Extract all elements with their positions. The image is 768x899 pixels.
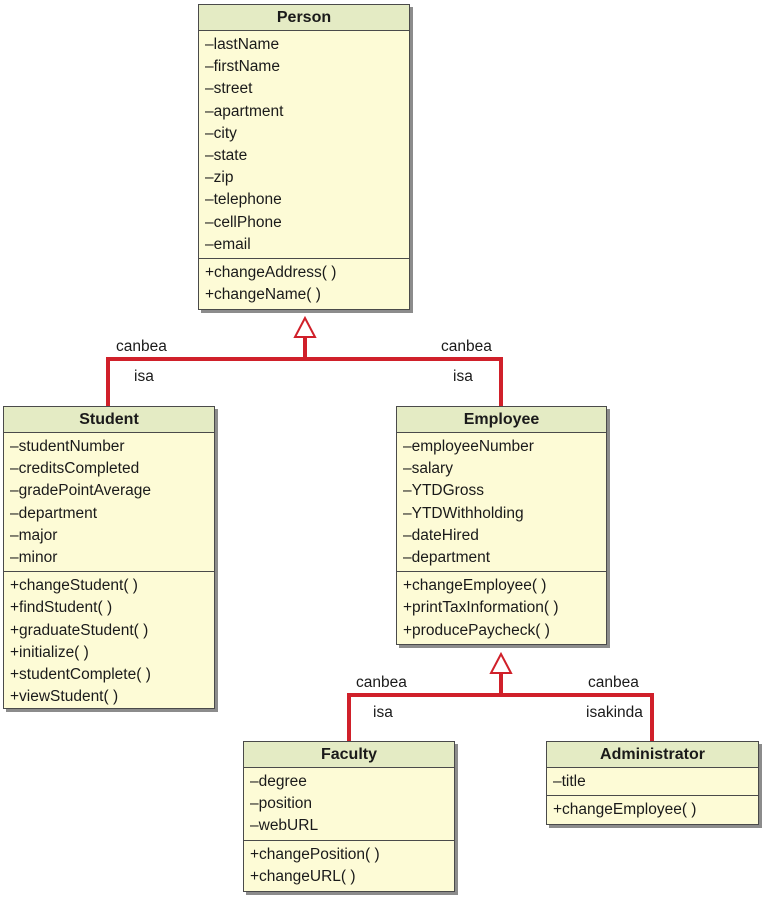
attribute: –state xyxy=(205,147,248,165)
attribute: –YTDWithholding xyxy=(403,504,524,522)
methods-section: +changeAddress( ) +changeName( ) xyxy=(199,259,409,308)
attribute: –telephone xyxy=(205,191,282,209)
attribute: –webURL xyxy=(250,817,319,835)
method: +changeAddress( ) xyxy=(205,264,337,282)
attribute: –lastName xyxy=(205,36,280,53)
class-employee: Employee –employeeNumber –salary –YTDGross… xyxy=(396,406,607,645)
class-name: Employee xyxy=(397,407,606,433)
attribute: –major xyxy=(10,526,58,544)
methods-section: +changeEmployee( ) +printTaxInformation( … xyxy=(397,572,606,644)
employee-isa-label: isa xyxy=(453,368,473,385)
methods-section: +changePosition( ) +changeURL( ) xyxy=(244,841,454,890)
attribute: –street xyxy=(205,80,253,98)
method: +changeEmployee( ) xyxy=(403,577,547,595)
attribute: –position xyxy=(250,795,313,813)
attribute: –employeeNumber xyxy=(403,438,534,455)
attribute: –salary xyxy=(403,460,453,478)
attribute: –city xyxy=(205,124,237,142)
class-name: Student xyxy=(4,407,214,433)
class-name: Administrator xyxy=(547,742,758,768)
methods-section: +changeEmployee( ) xyxy=(547,796,758,823)
student-canbea-label: canbea xyxy=(116,338,167,355)
method: +viewStudent( ) xyxy=(10,688,119,706)
admin-canbea-label: canbea xyxy=(588,674,639,691)
attribute: –zip xyxy=(205,169,234,187)
method: +changeName( ) xyxy=(205,286,321,304)
class-person: Person –lastName –firstName –street –apartm… xyxy=(198,4,410,310)
attribute: –degree xyxy=(250,773,307,790)
attribute: –department xyxy=(10,504,98,522)
attributes-section: –degree –position –webURL xyxy=(244,768,454,841)
employee-canbea-label: canbea xyxy=(441,338,492,355)
attributes-section: –lastName –firstName –street –apartment –cit… xyxy=(199,31,409,260)
attributes-section: –employeeNumber –salary –YTDGross –YTDWithh… xyxy=(397,433,606,573)
faculty-canbea-label: canbea xyxy=(356,674,407,691)
method: +changeEmployee( ) xyxy=(553,801,697,819)
method: +initialize( ) xyxy=(10,643,89,661)
attribute: –studentNumber xyxy=(10,438,125,455)
attribute: –title xyxy=(553,773,586,790)
attribute: –email xyxy=(205,235,251,253)
attribute: –dateHired xyxy=(403,526,479,544)
attribute: –department xyxy=(403,549,491,567)
faculty-isa-label: isa xyxy=(373,704,393,721)
attribute: –minor xyxy=(10,549,58,567)
attribute: –gradePointAverage xyxy=(10,482,152,500)
attribute: –creditsCompleted xyxy=(10,460,140,478)
class-name: Person xyxy=(199,5,409,31)
student-isa-label: isa xyxy=(134,368,154,385)
employee-generalization-arrowhead xyxy=(489,651,513,674)
method: +changeURL( ) xyxy=(250,867,356,885)
class-name: Faculty xyxy=(244,742,454,768)
method: +producePaycheck( ) xyxy=(403,621,550,639)
attribute: –firstName xyxy=(205,58,280,76)
attributes-section: –studentNumber –creditsCompleted –gradePoi… xyxy=(4,433,214,573)
attribute: –YTDGross xyxy=(403,482,484,500)
attribute: –cellPhone xyxy=(205,213,282,231)
admin-isakinda-label: isakinda xyxy=(586,704,643,721)
person-generalization-arrowhead xyxy=(293,315,317,338)
class-faculty: Faculty –degree –position –webURL +changeP… xyxy=(243,741,455,892)
class-student: Student –studentNumber–creditsCompleted–… xyxy=(3,406,215,709)
attributes-section: –title xyxy=(547,768,758,797)
method: +studentComplete( ) xyxy=(10,666,151,684)
attribute: –apartment xyxy=(205,102,284,120)
person-inheritance-line xyxy=(106,357,503,407)
class-administrator: Administrator –title +changeEmployee( ) xyxy=(546,741,759,825)
method: +changeStudent( ) xyxy=(10,577,138,595)
methods-section: +changeStudent( ) +findStudent( ) +graduat… xyxy=(4,572,214,710)
method: +graduateStudent( ) xyxy=(10,621,149,639)
method: +changePosition( ) xyxy=(250,845,380,863)
method: +findStudent( ) xyxy=(10,599,113,617)
method: +printTaxInformation( ) xyxy=(403,599,559,617)
